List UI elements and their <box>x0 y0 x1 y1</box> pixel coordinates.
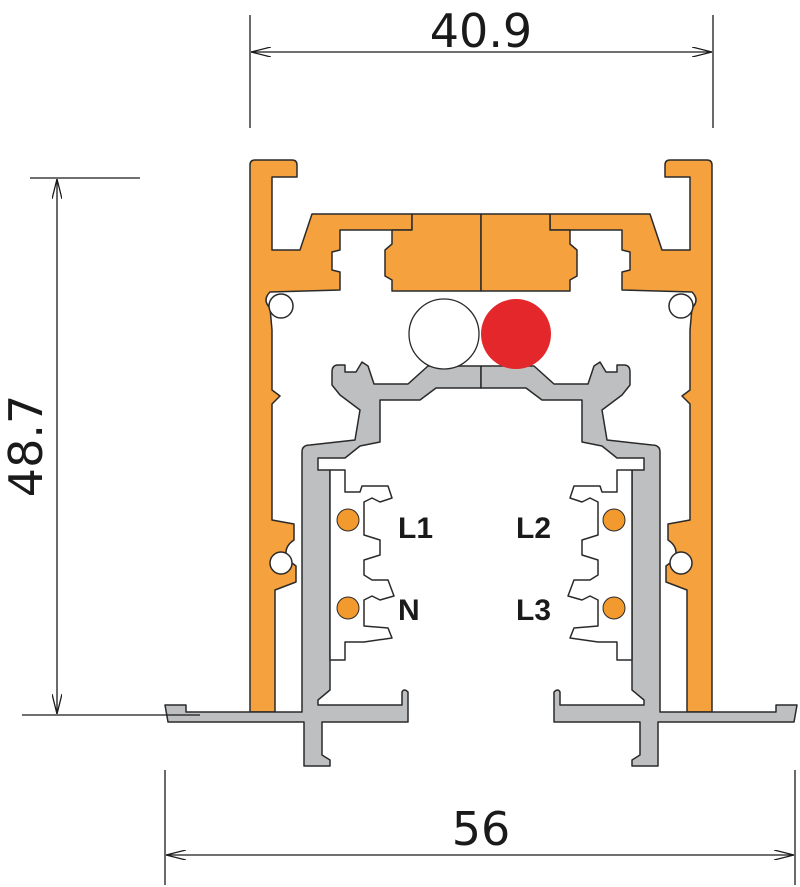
dimension-height: 48.7 <box>0 395 53 497</box>
dimension-top-width: 40.9 <box>430 4 532 58</box>
label-l3: L3 <box>516 594 551 627</box>
label-l2: L2 <box>516 512 551 545</box>
white-wire <box>408 298 480 370</box>
dimension-bottom-width: 56 <box>452 802 511 856</box>
profile-left-half <box>164 159 482 767</box>
red-wire <box>481 299 551 369</box>
label-n: N <box>398 594 420 627</box>
label-l1: L1 <box>398 512 433 545</box>
profile-right-half <box>480 159 798 767</box>
